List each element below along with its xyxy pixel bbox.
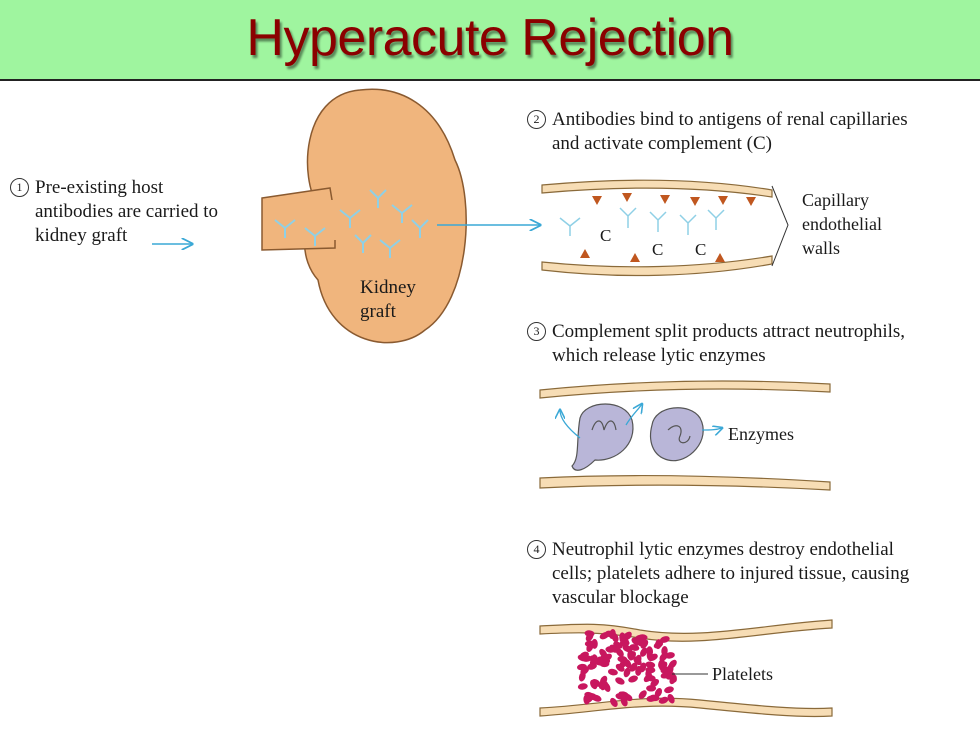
platelet — [638, 690, 647, 699]
platelet — [585, 632, 594, 642]
platelet — [658, 658, 665, 669]
platelet — [640, 647, 648, 657]
kidney-graft-label: Kidney graft — [360, 277, 416, 322]
platelet — [609, 629, 616, 639]
platelet — [659, 652, 668, 661]
platelet — [587, 663, 597, 670]
platelet — [629, 644, 640, 651]
platelet — [653, 641, 664, 649]
platelet — [627, 649, 634, 660]
platelets-label: Platelets — [712, 664, 773, 684]
platelets — [577, 629, 677, 707]
platelet — [646, 695, 657, 702]
vessel-step3 — [539, 380, 831, 491]
bound-antibodies — [559, 207, 725, 236]
step4-block: 4 Neutrophil lytic enzymes destroy endoth… — [527, 538, 909, 610]
platelet — [639, 662, 647, 673]
step3-number: 3 — [527, 322, 546, 341]
slide-title: Hyperacute Rejection — [246, 9, 734, 67]
platelet — [590, 679, 598, 690]
platelet — [619, 640, 630, 647]
complement-label-1: C — [600, 226, 612, 245]
step2-text: Antibodies bind to antigens of renal cap… — [552, 109, 908, 154]
platelet — [650, 678, 660, 688]
step1-text: Pre-existing host antibodies are carried… — [35, 177, 219, 246]
platelet — [664, 686, 674, 694]
step3-text: Complement split products attract neutro… — [552, 321, 906, 366]
step4-text: Neutrophil lytic enzymes destroy endothe… — [552, 539, 910, 608]
platelet — [667, 664, 674, 674]
step1-block: 1 Pre-existing host antibodies are carrie… — [10, 176, 218, 248]
platelet — [645, 666, 656, 674]
platelet — [629, 662, 638, 672]
platelet — [591, 694, 602, 702]
platelet — [654, 687, 663, 698]
step2-block: 2 Antibodies bind to antigens of renal ca… — [527, 108, 908, 156]
platelet — [615, 677, 625, 685]
neutrophil-2 — [649, 407, 704, 462]
platelet — [667, 693, 675, 704]
step1-number: 1 — [10, 178, 29, 197]
platelet — [598, 681, 608, 690]
neutrophil-1 — [571, 403, 634, 471]
platelet — [581, 655, 592, 662]
platelet — [577, 683, 588, 690]
step2-number: 2 — [527, 110, 546, 129]
title-bar: Hyperacute Rejection — [0, 0, 980, 81]
platelet — [645, 661, 656, 669]
step4-number: 4 — [527, 540, 546, 559]
step3-block: 3 Complement split products attract neutr… — [527, 320, 905, 368]
platelet — [602, 653, 612, 662]
platelet — [610, 697, 618, 707]
platelet — [646, 651, 654, 662]
platelet — [578, 671, 586, 682]
platelet — [628, 675, 638, 683]
platelet — [577, 663, 587, 671]
platelet — [658, 696, 669, 704]
enzymes-label: Enzymes — [728, 424, 794, 444]
platelet — [631, 637, 641, 646]
platelet — [623, 667, 631, 678]
platelet — [615, 663, 625, 672]
platelet — [640, 639, 649, 649]
antibodies-in-kidney — [274, 189, 429, 258]
platelet — [617, 655, 628, 663]
complement-label-3: C — [695, 240, 707, 259]
kidney-graft-shape — [303, 88, 467, 344]
platelet — [599, 632, 610, 640]
platelet — [615, 693, 626, 700]
platelet — [591, 654, 599, 665]
complement-label-2: C — [652, 240, 664, 259]
platelet — [659, 636, 670, 643]
platelet — [586, 642, 594, 652]
capillary-label: Capillary endothelial walls — [802, 190, 882, 258]
enzyme-arrows — [560, 404, 722, 439]
platelet — [619, 632, 626, 643]
antigens — [580, 193, 756, 262]
platelet — [605, 646, 616, 653]
platelet — [607, 668, 618, 676]
platelet — [634, 654, 642, 665]
capillary-vessel — [541, 179, 789, 277]
